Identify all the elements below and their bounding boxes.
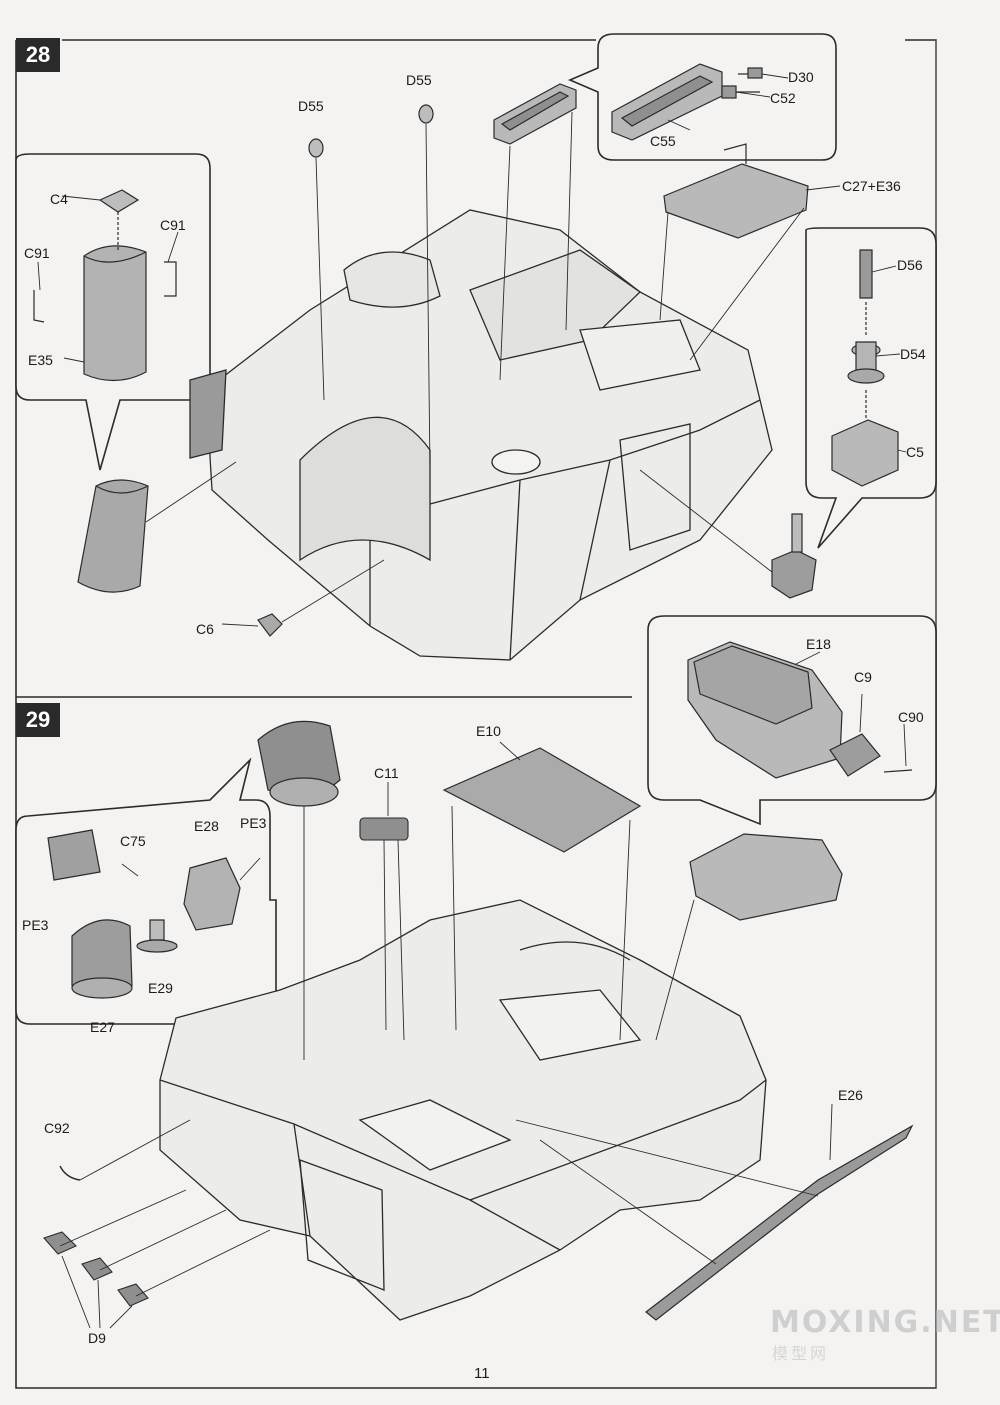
part-c55-model bbox=[493, 83, 577, 145]
leader-lines-step29 bbox=[59, 651, 907, 1329]
part-c6 bbox=[257, 613, 283, 637]
label-c11: C11 bbox=[374, 765, 399, 781]
hull-step29 bbox=[159, 899, 767, 1321]
label-d54: D54 bbox=[900, 346, 926, 362]
part-e26 bbox=[645, 1124, 914, 1321]
part-e10 bbox=[442, 747, 642, 853]
label-c90: C90 bbox=[898, 709, 924, 725]
label-c91-left: C91 bbox=[24, 245, 50, 261]
part-d56-d54-c5 bbox=[831, 249, 899, 487]
label-d55-right: D55 bbox=[406, 72, 432, 88]
label-d55-left: D55 bbox=[298, 98, 324, 114]
label-c4: C4 bbox=[50, 191, 68, 207]
label-c27-e36: C27+E36 bbox=[842, 178, 901, 194]
leader-lines-step28 bbox=[37, 73, 907, 627]
label-e27: E27 bbox=[90, 1019, 115, 1035]
label-c92: C92 bbox=[44, 1120, 70, 1136]
label-e10: E10 bbox=[476, 723, 501, 739]
part-e18-assembled bbox=[689, 833, 843, 921]
part-c11 bbox=[359, 817, 409, 841]
part-d54-assembled bbox=[771, 513, 817, 599]
step-29-badge: 29 bbox=[16, 703, 60, 737]
step-28-badge: 28 bbox=[16, 38, 60, 72]
label-e35: E35 bbox=[28, 352, 53, 368]
part-c55-detail bbox=[611, 63, 763, 141]
part-c92 bbox=[59, 1165, 81, 1181]
watermark-logo: MOXING.NET bbox=[770, 1305, 1000, 1340]
label-d9: D9 bbox=[88, 1330, 106, 1346]
label-c91-right: C91 bbox=[160, 217, 186, 233]
page-number: 11 bbox=[474, 1365, 490, 1382]
label-c5: C5 bbox=[906, 444, 924, 460]
label-c75: C75 bbox=[120, 833, 146, 849]
part-e35-assembled bbox=[77, 479, 149, 593]
watermark-sub: 模型网 bbox=[772, 1344, 830, 1363]
part-d55 bbox=[308, 104, 434, 158]
part-e27-cupola bbox=[257, 720, 341, 807]
part-e27-detail bbox=[47, 829, 241, 999]
part-c27-e36 bbox=[663, 143, 809, 239]
hull-step28 bbox=[189, 209, 773, 661]
part-e18-detail bbox=[687, 641, 913, 779]
label-pe3-left: PE3 bbox=[22, 917, 49, 933]
label-e18: E18 bbox=[806, 636, 831, 652]
label-e26: E26 bbox=[838, 1087, 863, 1103]
label-c9: C9 bbox=[854, 669, 872, 685]
label-e28: E28 bbox=[194, 818, 219, 834]
part-e35-detail bbox=[33, 189, 177, 382]
part-d9 bbox=[43, 1231, 149, 1307]
label-d30: D30 bbox=[788, 69, 814, 85]
label-c55: C55 bbox=[650, 133, 676, 149]
label-e29: E29 bbox=[148, 980, 173, 996]
label-c52: C52 bbox=[770, 90, 796, 106]
label-pe3-right: PE3 bbox=[240, 815, 267, 831]
label-c6: C6 bbox=[196, 621, 214, 637]
label-d56: D56 bbox=[897, 257, 923, 273]
